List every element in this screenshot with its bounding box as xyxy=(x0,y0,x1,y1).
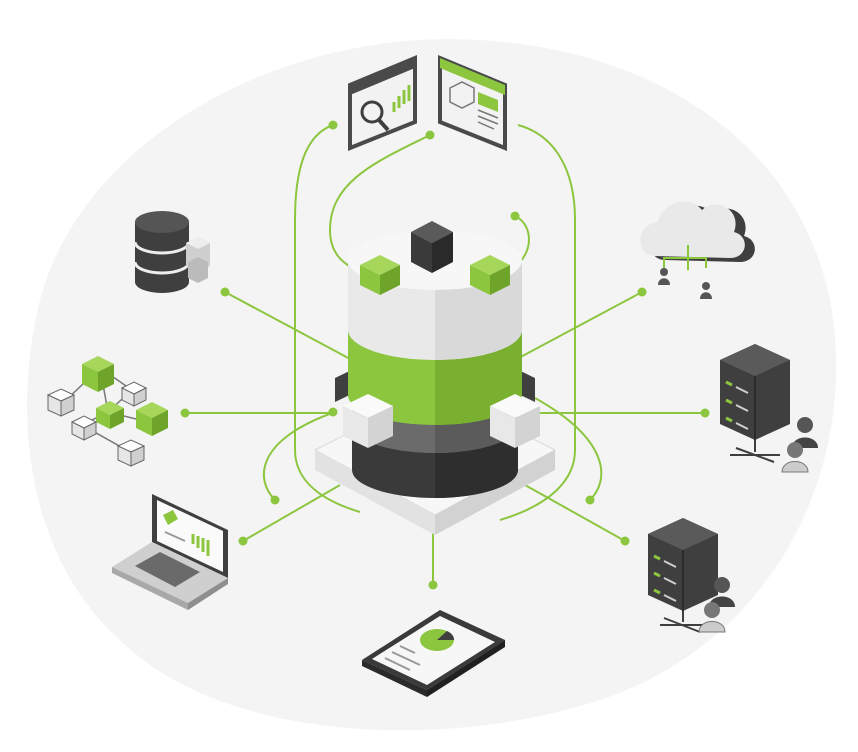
line-laptop xyxy=(242,484,341,542)
cloud-network-icon xyxy=(640,201,755,299)
3d-model-document-window-icon xyxy=(438,55,507,151)
line-right-arc xyxy=(499,124,576,521)
laptop-chart-icon xyxy=(112,494,228,610)
line-left-arc xyxy=(294,124,361,513)
hub-cube-green-left xyxy=(360,255,400,295)
central-data-hub-icon xyxy=(313,221,557,535)
server-users-icon-lower xyxy=(648,518,735,633)
hub-cube-green-right xyxy=(470,255,510,295)
line-database xyxy=(224,291,353,361)
line-top-loop xyxy=(328,134,431,273)
server-users-icon-upper xyxy=(720,344,818,473)
line-bottom-left-loop xyxy=(262,411,336,501)
database-icon xyxy=(133,211,210,293)
tablet-pie-chart-icon xyxy=(362,610,505,697)
magnifier-chart-window-icon xyxy=(348,55,417,151)
line-cloud xyxy=(514,291,643,361)
line-bottom-right-loop xyxy=(534,397,603,501)
connector-dots xyxy=(180,120,710,590)
cube-network-icon xyxy=(46,356,168,467)
line-server-lower xyxy=(524,484,626,542)
hub-cube-dark xyxy=(411,221,453,273)
